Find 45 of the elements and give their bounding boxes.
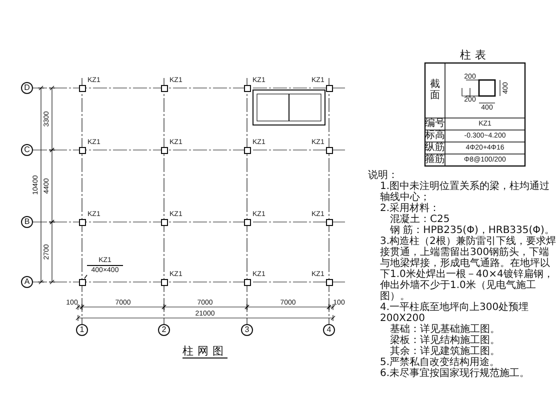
column-square (160, 146, 168, 154)
table-header: 箍筋 (425, 155, 445, 165)
leader-line (84, 274, 88, 279)
column-square (160, 84, 168, 92)
table-title: 柱表 (460, 50, 490, 60)
column-square (326, 84, 332, 92)
note-text: 基础：详见基础施工图。 (389, 324, 501, 335)
grid-bubble: B (21, 216, 33, 228)
note-text: 1.图中未注明位置关系的梁，柱均通过轴线中心； (379, 181, 551, 203)
table-header: 编号 (425, 119, 445, 129)
note-text: 2.采用材料： (379, 203, 441, 214)
column-square (244, 278, 250, 286)
column-square (244, 146, 250, 154)
grid-bubble: A (21, 276, 33, 288)
column-callout (87, 256, 123, 275)
grid-bubble: 2 (158, 324, 170, 336)
column-square (160, 218, 168, 226)
grid-bubble: 4 (323, 324, 335, 336)
column-square (326, 278, 332, 286)
grid-bubble: 3 (241, 324, 253, 336)
column-square (78, 218, 86, 226)
note-text: 钢 筋：HPB235(Φ)，HRB335(Φ)。 (390, 225, 556, 236)
grid-bubble: C (21, 144, 33, 156)
grid-bubble: D (21, 82, 33, 94)
column-square (78, 278, 86, 286)
drawing-title: 柱网图 (182, 346, 228, 358)
note-text: 3.构造柱（2根）兼防雷引下线，要求焊接贯通，上端需留出300钢筋头，下端与地梁焊接，形成电气通路。在地坪以下1.0米处焊出一根－40×4镀锌扁钢，伸出外墙不少于1.0米（见电气施工图）。 (379, 236, 556, 302)
column-square (326, 146, 332, 154)
note-text: 6.未尽事宜按国家现行规范施工。 (379, 368, 531, 379)
note-text: 混凝土：C25 (389, 214, 451, 225)
table-header: 标高 (425, 131, 445, 141)
grid-bubble: 1 (76, 324, 88, 336)
column-square (326, 218, 332, 226)
note-text: 其余：详见建筑施工图。 (389, 346, 501, 357)
column-square (244, 218, 250, 226)
column-square (78, 146, 86, 154)
column-square (244, 84, 250, 92)
table-header: 截面 (430, 79, 440, 101)
column-square (78, 84, 86, 92)
note-text: 梁板：详见结构施工图。 (389, 335, 501, 346)
column-square (160, 278, 168, 286)
note-text: 4.一平柱底至地坪向上300处预埋200X200 (379, 302, 530, 324)
note-text: 5.严禁私自改变结构用途。 (379, 357, 500, 368)
table-header: 纵筋 (425, 143, 445, 153)
notes-heading: 说明： (368, 170, 399, 181)
